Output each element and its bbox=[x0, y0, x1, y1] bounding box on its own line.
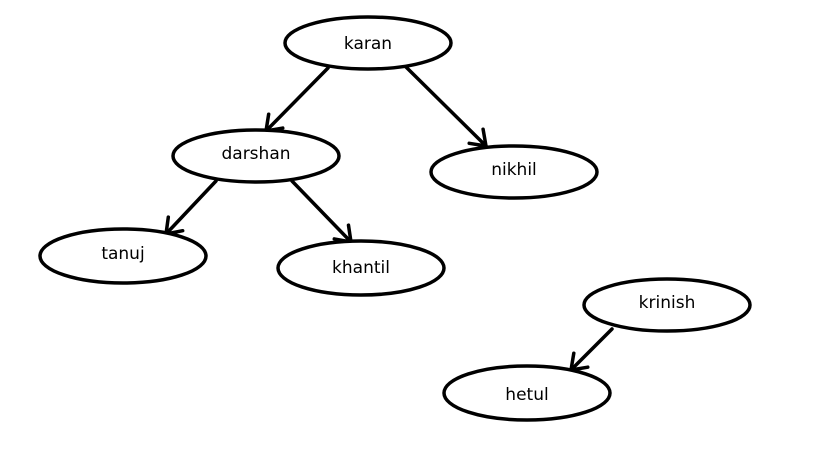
node-ellipse bbox=[283, 15, 453, 71]
node-ellipse bbox=[171, 128, 341, 184]
edge-line bbox=[290, 179, 353, 244]
node-label: khantil bbox=[332, 258, 390, 278]
node-ellipse bbox=[582, 277, 752, 333]
node-karan: karan bbox=[283, 15, 453, 71]
node-krinish: krinish bbox=[582, 277, 752, 333]
node-ellipse bbox=[442, 364, 612, 422]
edges-layer bbox=[164, 65, 614, 372]
edge-krinish-hetul bbox=[569, 327, 614, 372]
edge-line bbox=[164, 179, 218, 236]
edge-line bbox=[569, 327, 614, 372]
node-ellipse bbox=[429, 144, 599, 200]
node-label: nikhil bbox=[491, 160, 537, 180]
node-label: tanuj bbox=[101, 244, 144, 264]
edge-karan-nikhil bbox=[404, 65, 488, 148]
node-hetul: hetul bbox=[442, 364, 612, 422]
edge-darshan-tanuj bbox=[164, 179, 218, 236]
node-darshan: darshan bbox=[171, 128, 341, 184]
node-ellipse bbox=[38, 227, 208, 285]
node-label: karan bbox=[344, 34, 392, 54]
nodes-layer: karan darshan nikhil tanuj khantil krinish het… bbox=[38, 15, 752, 422]
node-label: hetul bbox=[505, 385, 548, 405]
edge-line bbox=[264, 66, 330, 133]
node-nikhil: nikhil bbox=[429, 144, 599, 200]
edge-darshan-khantil bbox=[290, 179, 353, 244]
node-label: krinish bbox=[639, 293, 696, 313]
node-tanuj: tanuj bbox=[38, 227, 208, 285]
edge-line bbox=[404, 65, 488, 148]
node-ellipse bbox=[276, 239, 446, 297]
edge-karan-darshan bbox=[264, 66, 330, 133]
node-khantil: khantil bbox=[276, 239, 446, 297]
node-label: darshan bbox=[221, 144, 290, 164]
